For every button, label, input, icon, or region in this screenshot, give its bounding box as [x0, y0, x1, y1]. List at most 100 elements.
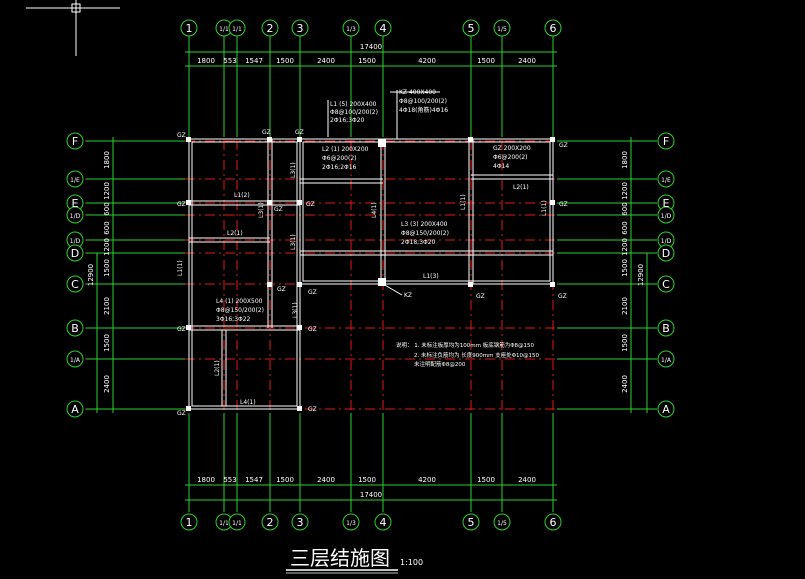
- axis-tag-top: 1: [186, 22, 193, 35]
- beam-label: L4(1): [371, 202, 378, 218]
- dimension-lines: [86, 36, 657, 512]
- dim-top: 1547: [245, 57, 263, 65]
- axis-tag-top: 4: [380, 22, 387, 35]
- note-l2: 2Φ16;2Φ16: [322, 164, 357, 171]
- axis-tag-right: D: [662, 247, 670, 260]
- note-gz: 4Φ14: [493, 163, 509, 170]
- kz-tag: KZ: [404, 292, 412, 299]
- axis-tag-bottom: 1/5: [497, 520, 507, 527]
- axis-tag-top: 2: [267, 22, 274, 35]
- gz-tag: GZ: [177, 326, 186, 333]
- gz-tag: GZ: [308, 406, 317, 413]
- dim-bottom: 553: [223, 476, 236, 484]
- gz-tag: GZ: [306, 201, 315, 208]
- dim-left: 600: [103, 202, 111, 215]
- note-l4: 3Φ16;3Φ22: [216, 316, 251, 323]
- dim-top: 1500: [276, 57, 294, 65]
- gz-tag: GZ: [476, 293, 485, 300]
- gz-tag: GZ: [177, 410, 186, 417]
- gz-tag: GZ: [308, 326, 317, 333]
- axis-tag-left: C: [71, 278, 79, 291]
- note-l3: Φ8@150/200(2): [401, 230, 449, 237]
- note-l2: L2 (1) 200X200: [322, 146, 369, 153]
- note-kz: 4Φ18(角筋)4Φ16: [399, 106, 448, 114]
- note-l3: 2Φ18;3Φ20: [401, 239, 436, 246]
- axis-tag-right: F: [663, 135, 669, 148]
- note-l3: L3 (3) 200X400: [401, 221, 448, 228]
- beam-label: L2(1): [513, 184, 529, 191]
- axis-tag-top: 5: [468, 22, 475, 35]
- dim-right: 600: [621, 202, 629, 215]
- axis-tag-top: 1/1: [219, 26, 229, 33]
- dim-bottom: 1547: [245, 476, 263, 484]
- axis-tag-left: B: [71, 322, 79, 335]
- axis-tag-right: E: [663, 197, 670, 210]
- axis-bubbles-bottom: [180, 513, 562, 531]
- dim-right: 600: [621, 221, 629, 234]
- axis-tag-top: 1/5: [497, 26, 507, 33]
- axis-tag-right: C: [662, 278, 670, 291]
- dim-bottom: 1500: [477, 476, 495, 484]
- dim-right: 2100: [621, 297, 629, 315]
- dim-bottom: 1500: [358, 476, 376, 484]
- note-gz: GZ 200X200: [493, 145, 531, 152]
- dim-bottom: 2400: [518, 476, 536, 484]
- remark-1: 说明： 1. 未标注板厚均为100mm 板底钢筋为Φ8@150: [396, 341, 535, 349]
- dim-right: 2400: [621, 375, 629, 393]
- gz-tag: GZ: [274, 206, 283, 213]
- axis-bubbles-left: [66, 132, 84, 418]
- dim-bottom: 2400: [317, 476, 335, 484]
- note-leaders: [327, 90, 440, 139]
- axis-tag-bottom: 5: [468, 516, 475, 529]
- axis-tag-left: E: [72, 197, 79, 210]
- gz-tag: GZ: [558, 293, 567, 300]
- note-l4: Φ8@150/200(2): [216, 307, 264, 314]
- dim-top: 553: [223, 57, 236, 65]
- beam-label: L1(3): [423, 273, 439, 280]
- note-l1: Φ8@100/200(2): [330, 109, 378, 116]
- dim-left: 2400: [103, 375, 111, 393]
- dim-total-top: 17400: [360, 43, 382, 51]
- kz-leader: [382, 283, 403, 296]
- beam-label: L1(2): [234, 192, 250, 199]
- axis-tag-top: 1/3: [346, 26, 356, 33]
- cursor-crosshair-icon: [26, 0, 120, 56]
- dim-left: 600: [103, 221, 111, 234]
- axis-tag-left: F: [72, 135, 78, 148]
- axis-tag-left: A: [71, 403, 79, 416]
- axis-bubbles-right: [657, 132, 675, 418]
- dim-left: 1500: [103, 259, 111, 277]
- axis-tag-right: 1/D: [661, 213, 672, 220]
- axis-tag-bottom: 1: [186, 516, 193, 529]
- note-kz: Φ8@100/200(2): [399, 98, 447, 105]
- note-l1: 2Φ16;3Φ20: [330, 117, 365, 124]
- column-markers: [186, 137, 555, 411]
- dim-bottom: 1800: [197, 476, 215, 484]
- dim-top: 2400: [518, 57, 536, 65]
- note-l2: Φ6@200(2): [322, 155, 357, 162]
- remark-3: 未注明配筋Φ8@200: [414, 360, 466, 368]
- axis-tag-left: 1/D: [70, 213, 81, 220]
- axis-tag-bottom: 1/1: [232, 520, 242, 527]
- beam-label: L1(1): [460, 194, 467, 210]
- dim-left: 1500: [103, 334, 111, 352]
- beam-label: L3(1): [292, 302, 299, 318]
- dim-right: 1500: [621, 259, 629, 277]
- beam-label: L3(1): [290, 234, 297, 250]
- dim-left: 1800: [103, 151, 111, 169]
- axis-tag-bottom: 4: [380, 516, 387, 529]
- gz-tag: GZ: [295, 129, 304, 136]
- axis-bubbles-top: [180, 19, 562, 37]
- beam-label: L1(1): [541, 200, 548, 216]
- gz-tag: GZ: [559, 201, 568, 208]
- beam-label: L3(1): [258, 202, 265, 218]
- axis-tag-bottom: 2: [267, 516, 274, 529]
- beam-label: L2(1): [227, 230, 243, 237]
- dim-total-right: 12900: [637, 264, 645, 286]
- dim-top: 2400: [317, 57, 335, 65]
- axis-tag-left: D: [71, 247, 79, 260]
- dim-total-bottom: 17400: [360, 491, 382, 499]
- dim-right: 1200: [621, 238, 629, 256]
- dim-top: 1500: [477, 57, 495, 65]
